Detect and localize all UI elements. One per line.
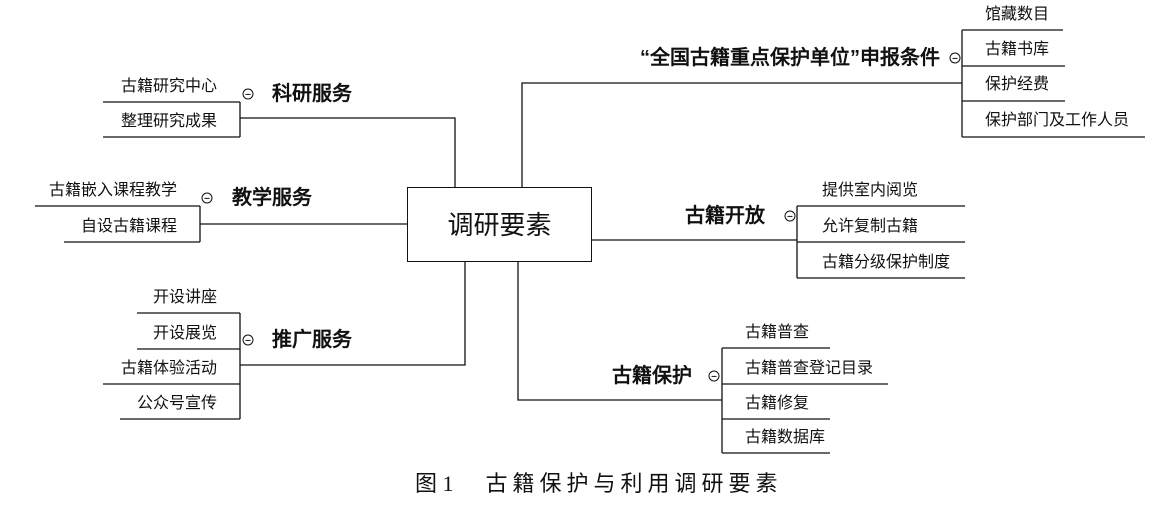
figure-caption: 图 1 古籍保护与利用调研要素 xyxy=(415,473,783,495)
research-item: 整理研究成果 xyxy=(120,113,217,130)
teaching-item: 古籍嵌入课程教学 xyxy=(48,182,177,199)
circle-minus-icon xyxy=(949,52,961,64)
circle-minus-icon xyxy=(708,370,720,382)
figure-number: 图 1 xyxy=(415,471,454,496)
connector-line xyxy=(517,262,722,401)
teaching-item: 自设古籍课程 xyxy=(80,218,177,235)
circle-minus-icon xyxy=(242,334,254,346)
connector-line xyxy=(521,82,962,187)
outreach-item: 古籍体验活动 xyxy=(120,360,217,377)
branch-label-open-access: 古籍开放 xyxy=(685,205,765,227)
preservation-item: 古籍数据库 xyxy=(745,429,826,446)
outreach-item: 开设讲座 xyxy=(152,289,217,306)
outreach-item: 开设展览 xyxy=(152,325,217,342)
criteria-item: 保护经费 xyxy=(985,76,1050,93)
circle-minus-icon xyxy=(242,88,254,100)
criteria-item: 古籍书库 xyxy=(985,41,1050,58)
open-access-item: 提供室内阅览 xyxy=(822,182,919,199)
criteria-item: 保护部门及工作人员 xyxy=(985,112,1130,129)
branch-label-outreach-services: 推广服务 xyxy=(272,329,352,351)
figure-title: 古籍保护与利用调研要素 xyxy=(485,471,783,496)
open-access-item: 古籍分级保护制度 xyxy=(822,254,951,271)
central-node: 调研要素 xyxy=(407,187,592,262)
preservation-item: 古籍修复 xyxy=(745,395,810,412)
branch-label-preservation: 古籍保护 xyxy=(612,365,692,387)
branch-label-teaching-services: 教学服务 xyxy=(232,187,312,209)
research-item: 古籍研究中心 xyxy=(120,78,217,95)
preservation-item: 古籍普查登记目录 xyxy=(745,360,874,377)
connector-line xyxy=(240,262,466,366)
preservation-item: 古籍普查 xyxy=(745,324,810,341)
open-access-item: 允许复制古籍 xyxy=(822,218,919,235)
criteria-item: 馆藏数目 xyxy=(985,6,1050,23)
branch-label-key-unit-criteria: “全国古籍重点保护单位”申报条件 xyxy=(640,47,940,69)
circle-minus-icon xyxy=(784,210,796,222)
branch-label-research-services: 科研服务 xyxy=(272,83,352,105)
circle-minus-icon xyxy=(201,192,213,204)
outreach-item: 公众号宣传 xyxy=(136,395,217,412)
connector-line xyxy=(240,117,456,187)
